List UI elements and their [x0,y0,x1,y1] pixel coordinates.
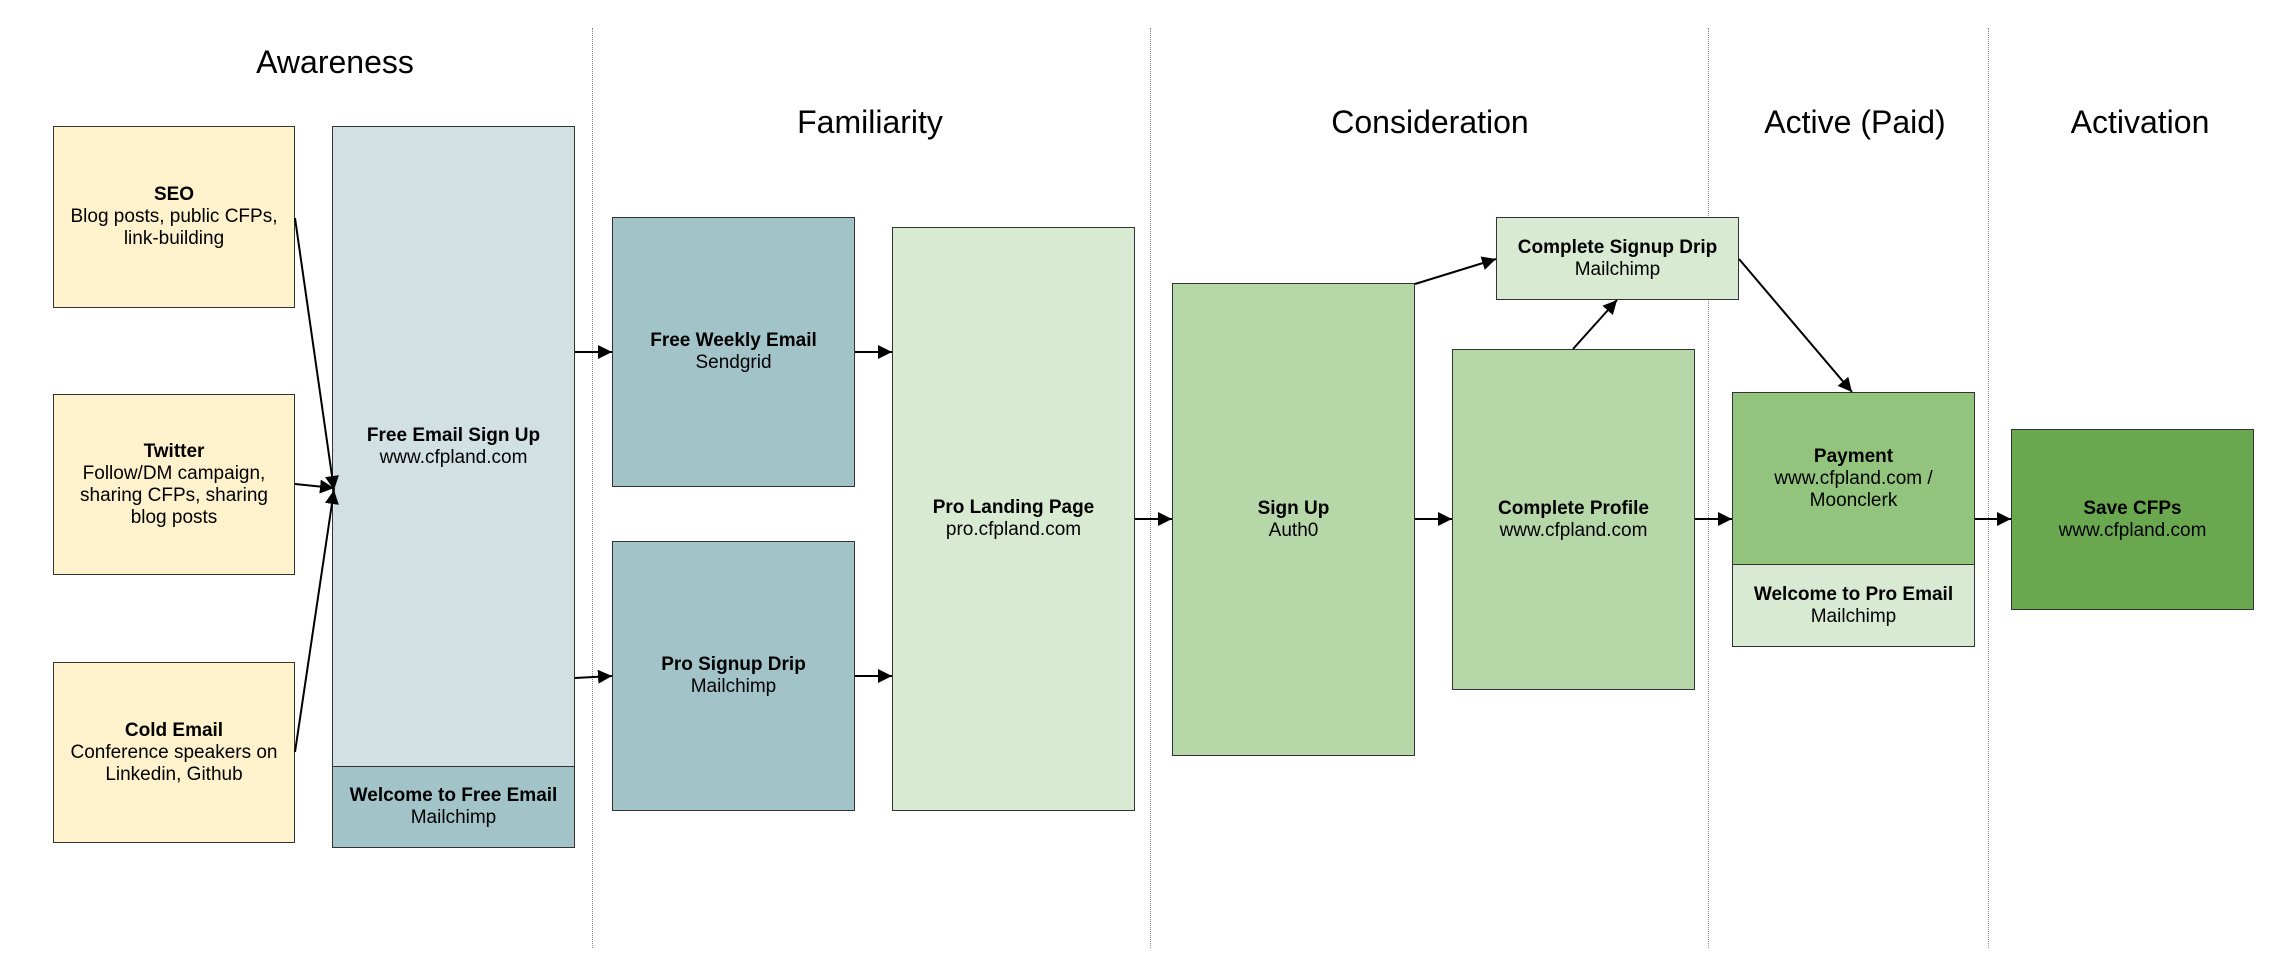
node-payment: Payment www.cfpland.com / Moonclerk [1732,392,1975,565]
node-subtitle: www.cfpland.com [1499,519,1648,541]
node-free-email-signup: Free Email Sign Up www.cfpland.com [332,126,575,767]
node-welcome-pro-email: Welcome to Pro Email Mailchimp [1732,564,1975,647]
node-title: Payment [1813,445,1894,467]
node-subtitle: pro.cfpland.com [945,519,1082,540]
node-title: Save CFPs [2083,497,2182,519]
node-subtitle: www.cfpland.com [379,446,528,468]
stage-title-consideration: Consideration [1331,104,1529,140]
node-subtitle: www.cfpland.com [2058,519,2207,541]
node-title: Cold Email [124,719,224,741]
node-title: Welcome to Pro Email [1753,583,1954,605]
node-complete-signup-drip: Complete Signup Drip Mailchimp [1496,217,1739,300]
arrow-signup-to-drip [574,669,613,684]
stage-title-familiarity: Familiarity [797,104,943,140]
stage-divider [592,28,593,948]
node-subtitle: Blog posts, public CFPs, link-building [70,206,278,249]
node-title: Twitter [143,440,205,462]
node-free-weekly-email: Free Weekly Email Sendgrid [612,217,855,487]
node-title: Pro Landing Page [932,497,1095,518]
arrow-twitter-to-signup [294,479,335,494]
node-subtitle: Mailchimp [690,676,777,697]
node-welcome-free-email: Welcome to Free Email Mailchimp [332,766,575,848]
node-title: Pro Signup Drip [661,654,806,675]
node-subtitle: Sendgrid [695,352,772,373]
arrow-seo-to-signup [294,217,339,491]
stage-divider [1150,28,1151,948]
arrow-signup-to-complete-drip [1414,256,1497,285]
node-pro-landing-page: Pro Landing Page pro.cfpland.com [892,227,1135,811]
node-twitter: Twitter Follow/DM campaign, sharing CFPs… [53,394,295,575]
arrow-coldemail-to-signup [294,489,339,753]
node-title: Complete Signup Drip [1517,236,1718,258]
node-title: Sign Up [1257,497,1330,519]
node-subtitle: Mailchimp [1810,605,1897,627]
node-subtitle: www.cfpland.com / Moonclerk [1774,467,1933,511]
stage-title-active-paid: Active (Paid) [1764,104,1946,140]
node-save-cfps: Save CFPs www.cfpland.com [2011,429,2254,610]
node-title: Free Weekly Email [650,330,817,351]
node-title: SEO [153,184,195,205]
node-subtitle: Mailchimp [1574,258,1661,280]
node-subtitle: Conference speakers on Linkedin, Github [70,741,278,785]
node-subtitle: Auth0 [1268,519,1319,541]
node-title: Complete Profile [1498,497,1649,519]
arrow-profile-to-complete-drip [1572,299,1618,350]
node-subtitle: Mailchimp [410,807,497,828]
node-title: Welcome to Free Email [349,785,558,806]
node-title: Free Email Sign Up [366,424,541,446]
node-sign-up: Sign Up Auth0 [1172,283,1415,756]
node-subtitle: Follow/DM campaign, sharing CFPs, sharin… [80,462,268,528]
stage-title-activation: Activation [2070,104,2210,140]
node-cold-email: Cold Email Conference speakers on Linked… [53,662,295,843]
node-seo: SEO Blog posts, public CFPs, link-buildi… [53,126,295,308]
stage-title-awareness: Awareness [256,44,414,80]
node-pro-signup-drip: Pro Signup Drip Mailchimp [612,541,855,811]
stage-divider [1988,28,1989,948]
arrow-complete-drip-to-payment [1738,258,1853,393]
node-complete-profile: Complete Profile www.cfpland.com [1452,349,1695,690]
stage-divider [1708,28,1709,948]
